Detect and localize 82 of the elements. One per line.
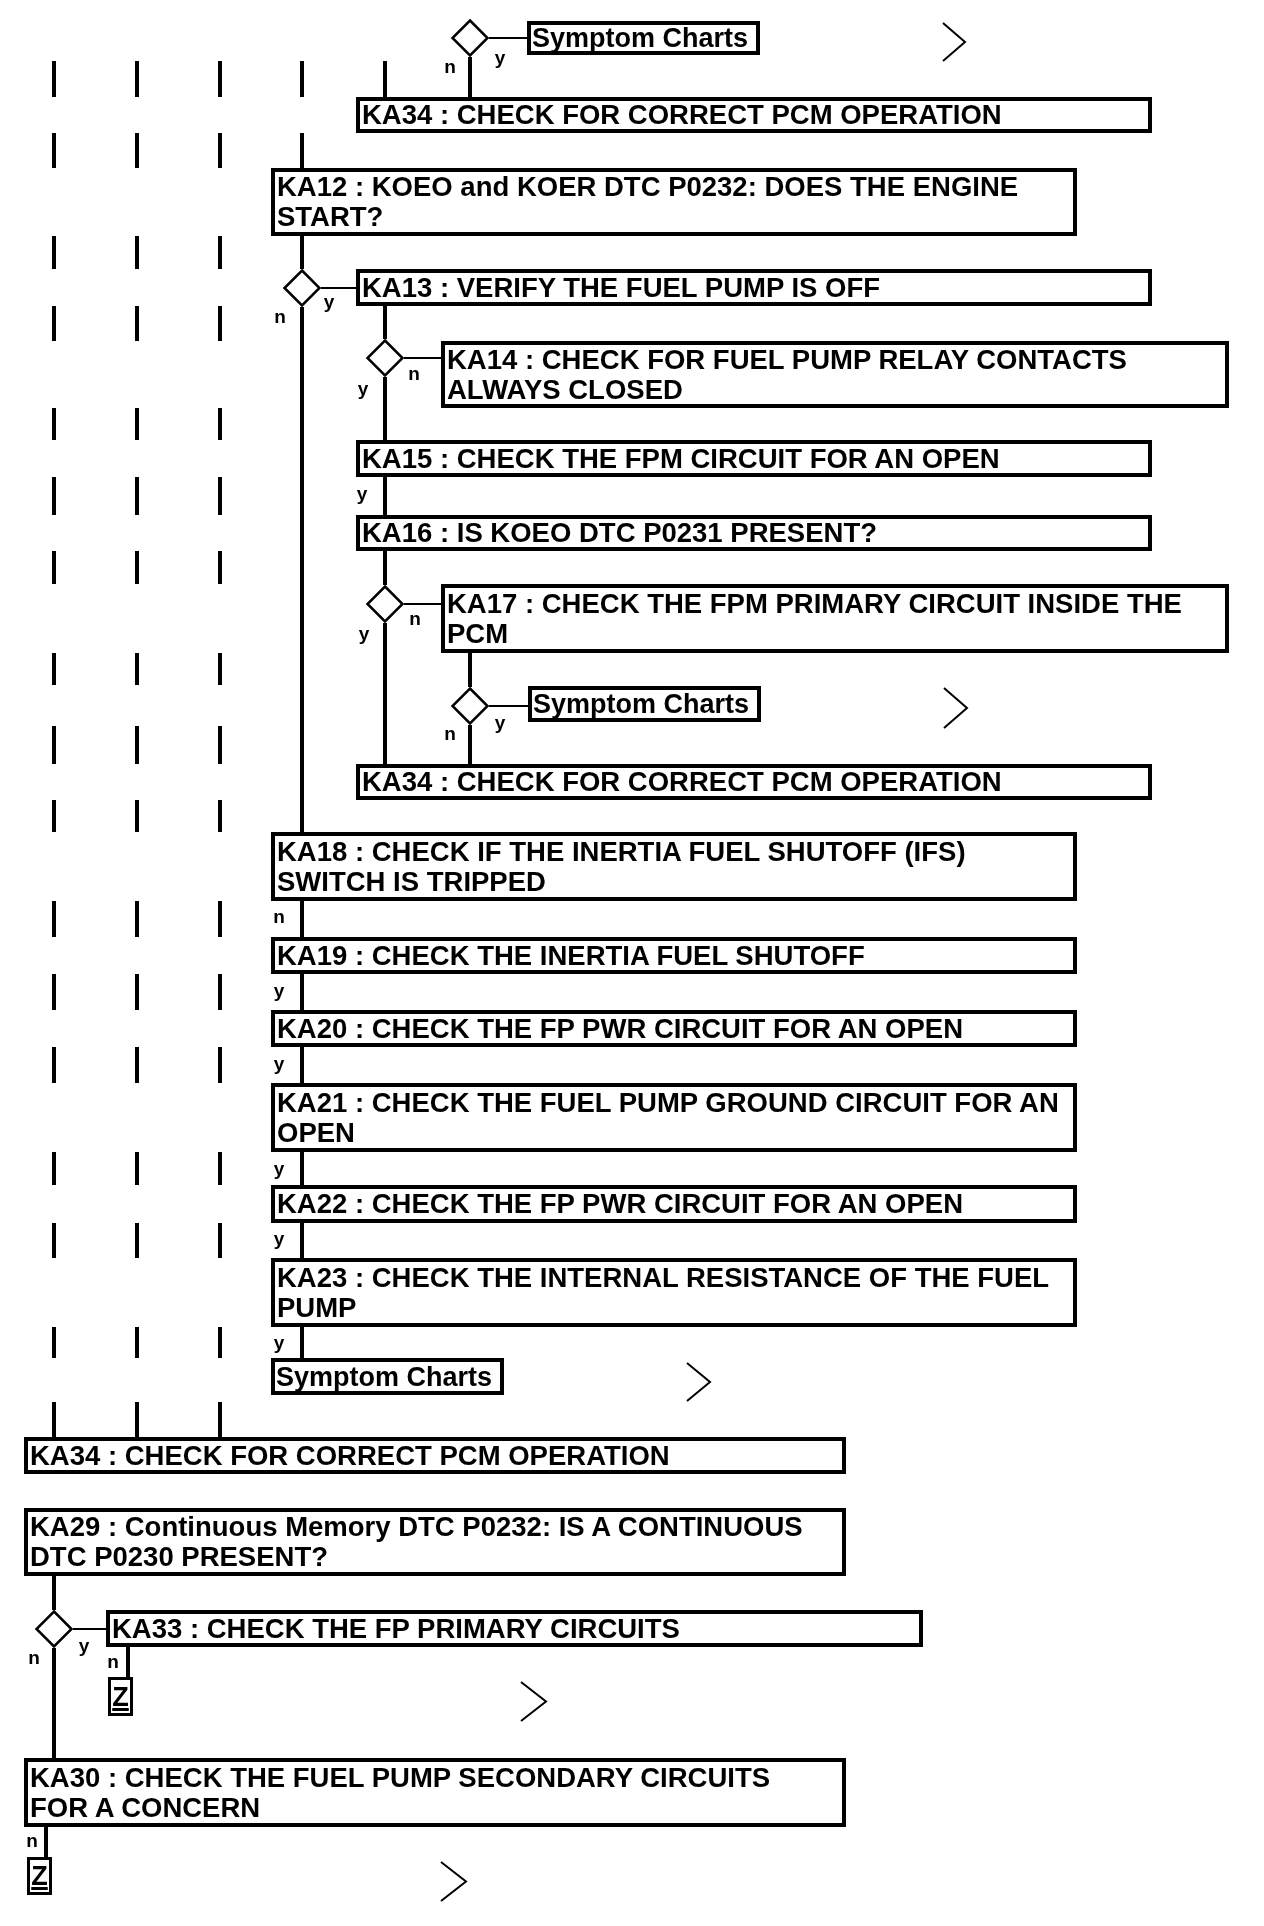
process-box xyxy=(24,1508,846,1576)
step-text: KA34 : CHECK FOR CORRECT PCM OPERATION xyxy=(362,101,1002,129)
connector-letter: Z xyxy=(112,1682,129,1711)
reference-box xyxy=(527,21,760,55)
step-text: KA34 : CHECK FOR CORRECT PCM OPERATION xyxy=(30,1441,670,1470)
page-connector-box xyxy=(108,1677,133,1716)
process-box xyxy=(271,1258,1077,1327)
connector-line xyxy=(300,236,304,269)
page-connector-box xyxy=(27,1857,52,1895)
connector-line xyxy=(52,59,56,1439)
step-text: KA18 : CHECK IF THE INERTIA FUEL SHUTOFF (IFS) SWITCH IS TRIPPED xyxy=(277,836,967,897)
step-text: KA23 : CHECK THE INTERNAL RESISTANCE OF THE FUEL PUMP xyxy=(277,1262,1050,1323)
connector-line xyxy=(52,1576,56,1610)
connector-line xyxy=(300,1223,304,1258)
process-box xyxy=(356,764,1152,800)
connector-line xyxy=(300,901,304,937)
process-box xyxy=(271,1010,1077,1047)
connector-line xyxy=(488,37,528,39)
reference-text: Symptom Charts xyxy=(533,690,750,718)
decision-diamond xyxy=(451,687,489,725)
step-text: KA16 : IS KOEO DTC P0231 PRESENT? xyxy=(362,519,877,547)
process-box xyxy=(271,832,1077,901)
connector-line xyxy=(468,725,472,764)
connector-letter: Z xyxy=(31,1862,48,1890)
process-box xyxy=(24,1437,846,1474)
connector-line xyxy=(126,1647,130,1677)
connector-line xyxy=(135,59,139,1439)
process-box xyxy=(441,341,1229,408)
connector-line xyxy=(488,705,529,707)
connector-line xyxy=(300,974,304,1010)
step-text: KA20 : CHECK THE FP PWR CIRCUIT FOR AN OPEN xyxy=(277,1014,963,1043)
connector-line xyxy=(383,306,387,339)
process-box xyxy=(356,515,1152,551)
connector-line xyxy=(300,59,304,170)
reference-box xyxy=(528,686,761,722)
process-box xyxy=(271,168,1077,236)
connector-line xyxy=(468,57,472,97)
process-box xyxy=(441,584,1229,653)
reference-text: Symptom Charts xyxy=(276,1362,493,1391)
process-box xyxy=(356,269,1152,306)
connector-line xyxy=(403,357,442,359)
reference-box xyxy=(271,1358,504,1395)
step-text: KA12 : KOEO and KOER DTC P0232: DOES THE ENGINE START? xyxy=(277,172,1020,232)
connector-line xyxy=(468,653,472,687)
step-text: KA30 : CHECK THE FUEL PUMP SECONDARY CIRCUITS FOR A CONCERN xyxy=(30,1762,772,1823)
process-box xyxy=(356,97,1152,133)
step-text: KA19 : CHECK THE INERTIA FUEL SHUTOFF xyxy=(277,941,865,970)
step-text: KA33 : CHECK THE FP PRIMARY CIRCUITS xyxy=(112,1614,680,1643)
connector-line xyxy=(300,307,304,832)
step-text: KA21 : CHECK THE FUEL PUMP GROUND CIRCUIT FOR AN OPEN xyxy=(277,1087,1060,1148)
process-box xyxy=(24,1758,846,1827)
step-text: KA14 : CHECK FOR FUEL PUMP RELAY CONTACTS ALWAYS CLOSED xyxy=(447,344,1128,405)
process-box xyxy=(356,440,1152,477)
connector-line xyxy=(300,1327,304,1358)
connector-line xyxy=(52,1648,56,1758)
step-text: KA13 : VERIFY THE FUEL PUMP IS OFF xyxy=(362,273,880,302)
step-text: KA34 : CHECK FOR CORRECT PCM OPERATION xyxy=(362,768,1002,796)
connector-line xyxy=(300,1152,304,1185)
step-text: KA29 : Continuous Memory DTC P0232: IS A CONTINUOUS DTC P0230 PRESENT? xyxy=(30,1512,804,1572)
step-text: KA17 : CHECK THE FPM PRIMARY CIRCUIT INSIDE THE PCM xyxy=(447,588,1183,649)
connector-line xyxy=(320,287,357,289)
connector-line xyxy=(403,603,442,605)
process-box xyxy=(271,937,1077,974)
step-text: KA15 : CHECK THE FPM CIRCUIT FOR AN OPEN xyxy=(362,444,1000,473)
process-box xyxy=(271,1185,1077,1223)
connector-line xyxy=(300,1047,304,1083)
reference-text: Symptom Charts xyxy=(532,24,749,52)
connector-line xyxy=(383,377,387,440)
decision-diamond xyxy=(366,585,404,623)
decision-diamond xyxy=(283,269,321,307)
connector-line xyxy=(383,623,387,764)
connector-line xyxy=(383,551,387,585)
decision-diamond xyxy=(366,339,404,377)
decision-diamond xyxy=(35,1610,73,1648)
connector-line xyxy=(383,61,387,97)
connector-line xyxy=(218,59,222,1439)
process-box xyxy=(106,1610,923,1647)
connector-line xyxy=(44,1827,48,1857)
connector-line xyxy=(383,477,387,515)
decision-diamond xyxy=(451,19,489,57)
connector-line xyxy=(72,1628,107,1630)
step-text: KA22 : CHECK THE FP PWR CIRCUIT FOR AN OPEN xyxy=(277,1190,963,1218)
